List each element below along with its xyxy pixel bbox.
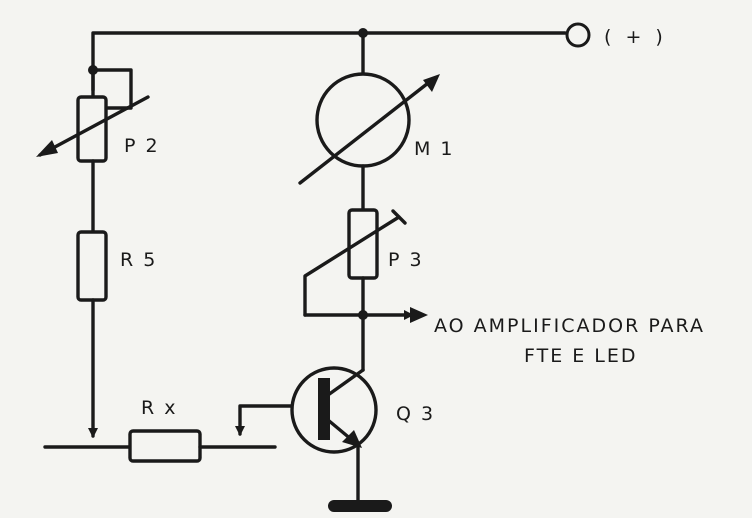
resistor-r5 — [76, 230, 108, 302]
output-label-line2: FTE E LED — [524, 345, 638, 367]
output-label-line1: AO AMPLIFICADOR PARA — [434, 315, 705, 337]
resistor-rx — [128, 429, 202, 463]
p2-label: P 2 — [124, 135, 160, 157]
p2-wiper-wire — [91, 68, 133, 110]
p3-wiper — [303, 215, 401, 317]
q3-collector-lead — [326, 368, 365, 397]
p3-label: P 3 — [388, 249, 424, 271]
p3-wiper-tick — [391, 209, 407, 225]
m1-variable-arrow — [298, 78, 434, 185]
top-rail-wire — [91, 31, 567, 92]
output-arrowhead — [410, 307, 428, 323]
rx-label: R x — [141, 397, 178, 419]
m1-arrowhead — [423, 74, 440, 92]
supply-terminal — [565, 22, 591, 48]
supply-label: ( + ) — [604, 26, 667, 48]
transistor-q3 — [290, 366, 378, 454]
q3-label: Q 3 — [396, 403, 435, 425]
meter-m1 — [315, 72, 411, 168]
p2-arrowhead — [36, 140, 58, 157]
q3-base-bar — [318, 378, 330, 440]
r5-label: R 5 — [120, 249, 157, 271]
p2-variable-arrow — [38, 95, 150, 157]
m1-label: M 1 — [414, 138, 455, 160]
ground-bar — [328, 500, 392, 512]
